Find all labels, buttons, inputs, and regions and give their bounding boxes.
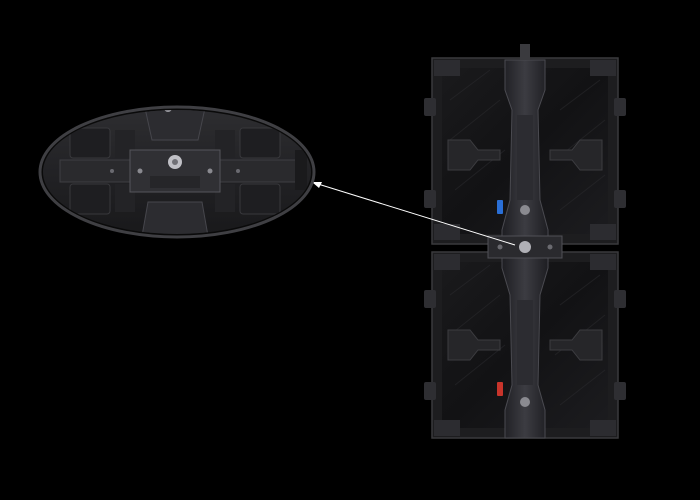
connection-lock [487, 235, 563, 259]
bolt-icon [520, 397, 530, 407]
red-latch-icon [497, 382, 503, 396]
bolt-icon [520, 205, 530, 215]
blue-latch-icon [497, 200, 503, 214]
cabinet-bottom [424, 251, 626, 439]
magnified-callout [38, 105, 316, 239]
cabinet-stack [424, 44, 626, 439]
cabinet-top [424, 44, 626, 245]
callout-pointer [312, 182, 516, 246]
